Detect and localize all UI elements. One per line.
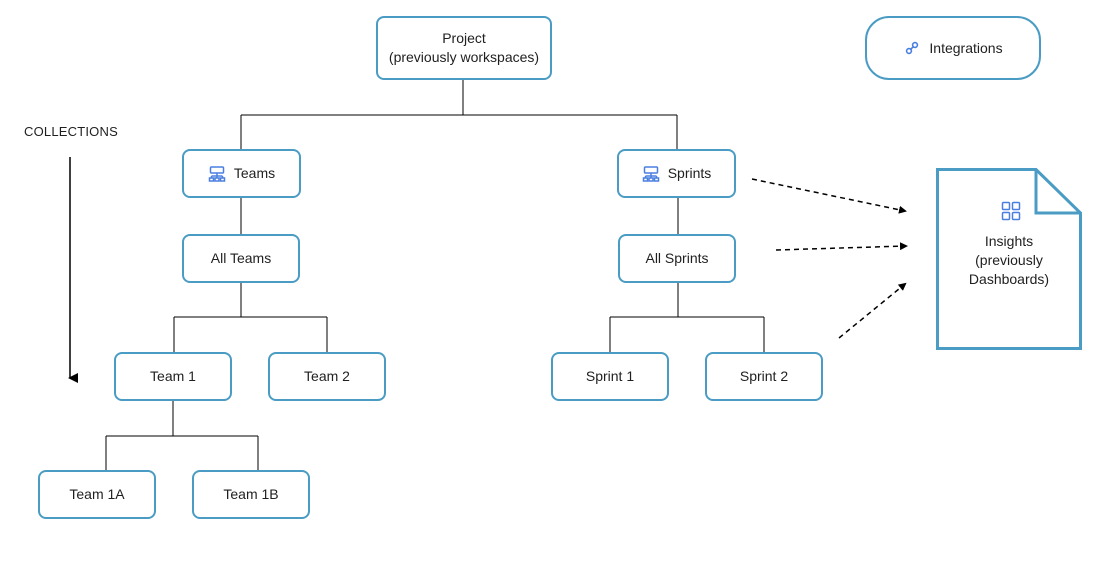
- all-sprints-node[interactable]: All Sprints: [618, 234, 736, 283]
- link-icon: [903, 39, 921, 57]
- all-sprints-label: All Sprints: [645, 250, 709, 266]
- team-2-label: Team 2: [304, 368, 350, 384]
- team-1b-node[interactable]: Team 1B: [192, 470, 310, 519]
- collections-label: COLLECTIONS: [24, 124, 118, 139]
- insights-subtitle-line1: (previously: [975, 252, 1043, 268]
- teams-node[interactable]: Teams: [182, 149, 301, 198]
- hierarchy-icon: [208, 165, 226, 183]
- insights-title: Insights: [984, 233, 1034, 249]
- sprint-1-label: Sprint 1: [585, 368, 635, 384]
- insights-subtitle-line2: Dashboards): [968, 271, 1050, 287]
- sprint-2-label: Sprint 2: [739, 368, 789, 384]
- sprint-1-node[interactable]: Sprint 1: [551, 352, 669, 401]
- team-1b-label: Team 1B: [223, 486, 279, 502]
- hierarchy-icon: [642, 165, 660, 183]
- sprints-label: Sprints: [667, 165, 712, 181]
- teams-label: Teams: [233, 165, 276, 181]
- tree-connector-sprints: [609, 198, 765, 352]
- dashed-arrow-sprint2-to-insights: [838, 282, 907, 339]
- dashed-arrow-all-sprints-to-insights: [775, 242, 908, 251]
- project-node[interactable]: Project (previously workspaces): [376, 16, 552, 80]
- grid-icon: [1001, 201, 1021, 221]
- team-1a-node[interactable]: Team 1A: [38, 470, 156, 519]
- team-1a-label: Team 1A: [69, 486, 125, 502]
- dashed-arrow-sprints-to-insights: [751, 178, 907, 214]
- tree-connector-teams: [105, 198, 328, 470]
- project-title: Project: [442, 30, 486, 46]
- insights-label: Insights (previously Dashboards): [936, 232, 1082, 289]
- team-1-node[interactable]: Team 1: [114, 352, 232, 401]
- all-teams-node[interactable]: All Teams: [182, 234, 300, 283]
- sprint-2-node[interactable]: Sprint 2: [705, 352, 823, 401]
- team-1-label: Team 1: [150, 368, 196, 384]
- sprints-node[interactable]: Sprints: [617, 149, 736, 198]
- all-teams-label: All Teams: [210, 250, 272, 266]
- tree-connector-project: [240, 80, 678, 149]
- team-2-node[interactable]: Team 2: [268, 352, 386, 401]
- project-subtitle: (previously workspaces): [388, 49, 540, 65]
- insights-document[interactable]: [936, 168, 1082, 350]
- integrations-node[interactable]: Integrations: [865, 16, 1041, 80]
- integrations-label: Integrations: [929, 39, 1003, 56]
